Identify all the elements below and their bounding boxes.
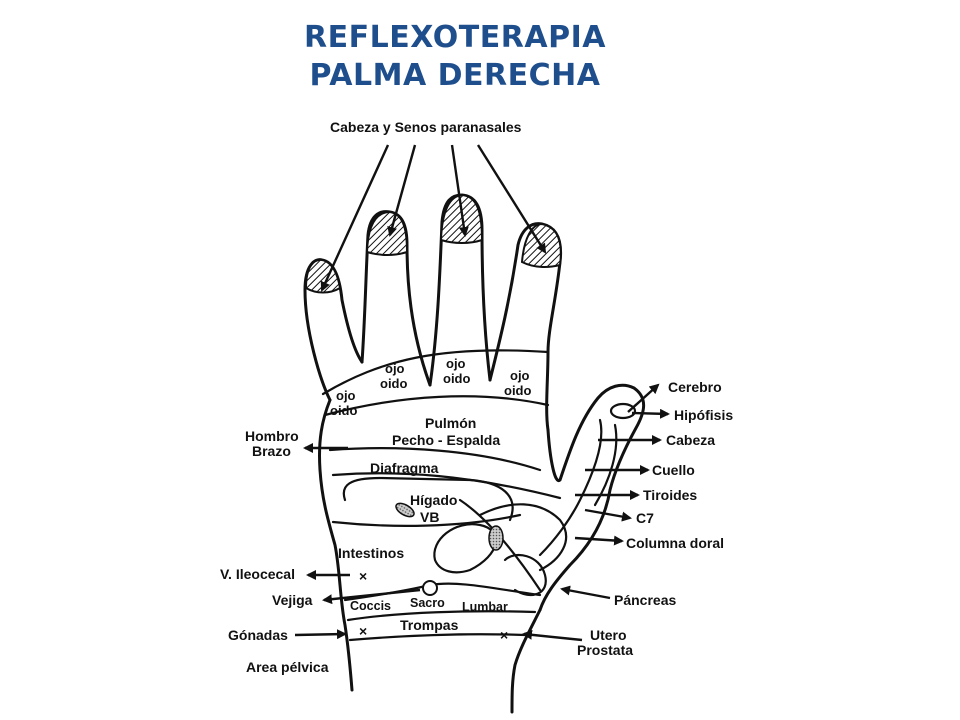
label-coccis: Coccis: [350, 599, 391, 613]
label-oido-1: oido: [330, 403, 357, 418]
label-tiroides: Tiroides: [643, 487, 697, 503]
label-cerebro: Cerebro: [668, 379, 722, 395]
label-sacro: Sacro: [410, 596, 445, 610]
organ-spots: × × ×: [359, 502, 508, 643]
label-ojo-4: ojo: [510, 368, 530, 383]
label-pulmon: Pulmón: [425, 415, 476, 431]
label-lumbar: Lumbar: [462, 600, 508, 614]
label-oido-2: oido: [380, 376, 407, 391]
ileocecal-x: ×: [359, 568, 367, 584]
label-trompas: Trompas: [400, 617, 459, 633]
label-diafragma: Diafragma: [370, 460, 439, 476]
right-arrows: [522, 383, 670, 642]
diagram-labels: Cabeza y Senos paranasales ojo oido ojo …: [220, 119, 733, 675]
left-arrows: [294, 443, 421, 640]
label-utero: Utero: [590, 627, 627, 643]
label-columna-doral: Columna doral: [626, 535, 724, 551]
gonadas-x: ×: [359, 623, 367, 639]
higado-spot: [395, 502, 415, 518]
label-prostata: Prostata: [577, 642, 633, 658]
pancreas-spot: [488, 525, 504, 551]
label-oido-3: oido: [443, 371, 470, 386]
label-pancreas: Páncreas: [614, 592, 676, 608]
label-oido-4: oido: [504, 383, 531, 398]
title-line-2: PALMA DERECHA: [309, 58, 601, 93]
label-hipofisis: Hipófisis: [674, 407, 733, 423]
label-ojo-3: ojo: [446, 356, 466, 371]
label-higado: Hígado: [410, 492, 457, 508]
label-cuello: Cuello: [652, 462, 695, 478]
label-cabeza: Cabeza: [666, 432, 715, 448]
label-vejiga: Vejiga: [272, 592, 313, 608]
label-vb: VB: [420, 509, 439, 525]
label-intestinos: Intestinos: [338, 545, 404, 561]
label-pecho-espalda: Pecho - Espalda: [392, 432, 500, 448]
label-hombro: Hombro: [245, 428, 299, 444]
palm-zone-lines: [321, 349, 637, 642]
label-brazo: Brazo: [252, 443, 291, 459]
utero-x: ×: [500, 627, 508, 643]
label-area-pelvica: Area pélvica: [246, 659, 329, 675]
label-ojo-1: ojo: [336, 388, 356, 403]
label-c7: C7: [636, 510, 654, 526]
sacro-circle: [422, 580, 438, 596]
title-line-1: REFLEXOTERAPIA: [304, 20, 606, 55]
label-v-ileocecal: V. Ileocecal: [220, 566, 295, 582]
label-ojo-2: ojo: [385, 361, 405, 376]
label-gonadas: Gónadas: [228, 627, 288, 643]
label-cabeza-senos: Cabeza y Senos paranasales: [330, 119, 522, 135]
senos-arrows: [320, 144, 547, 292]
